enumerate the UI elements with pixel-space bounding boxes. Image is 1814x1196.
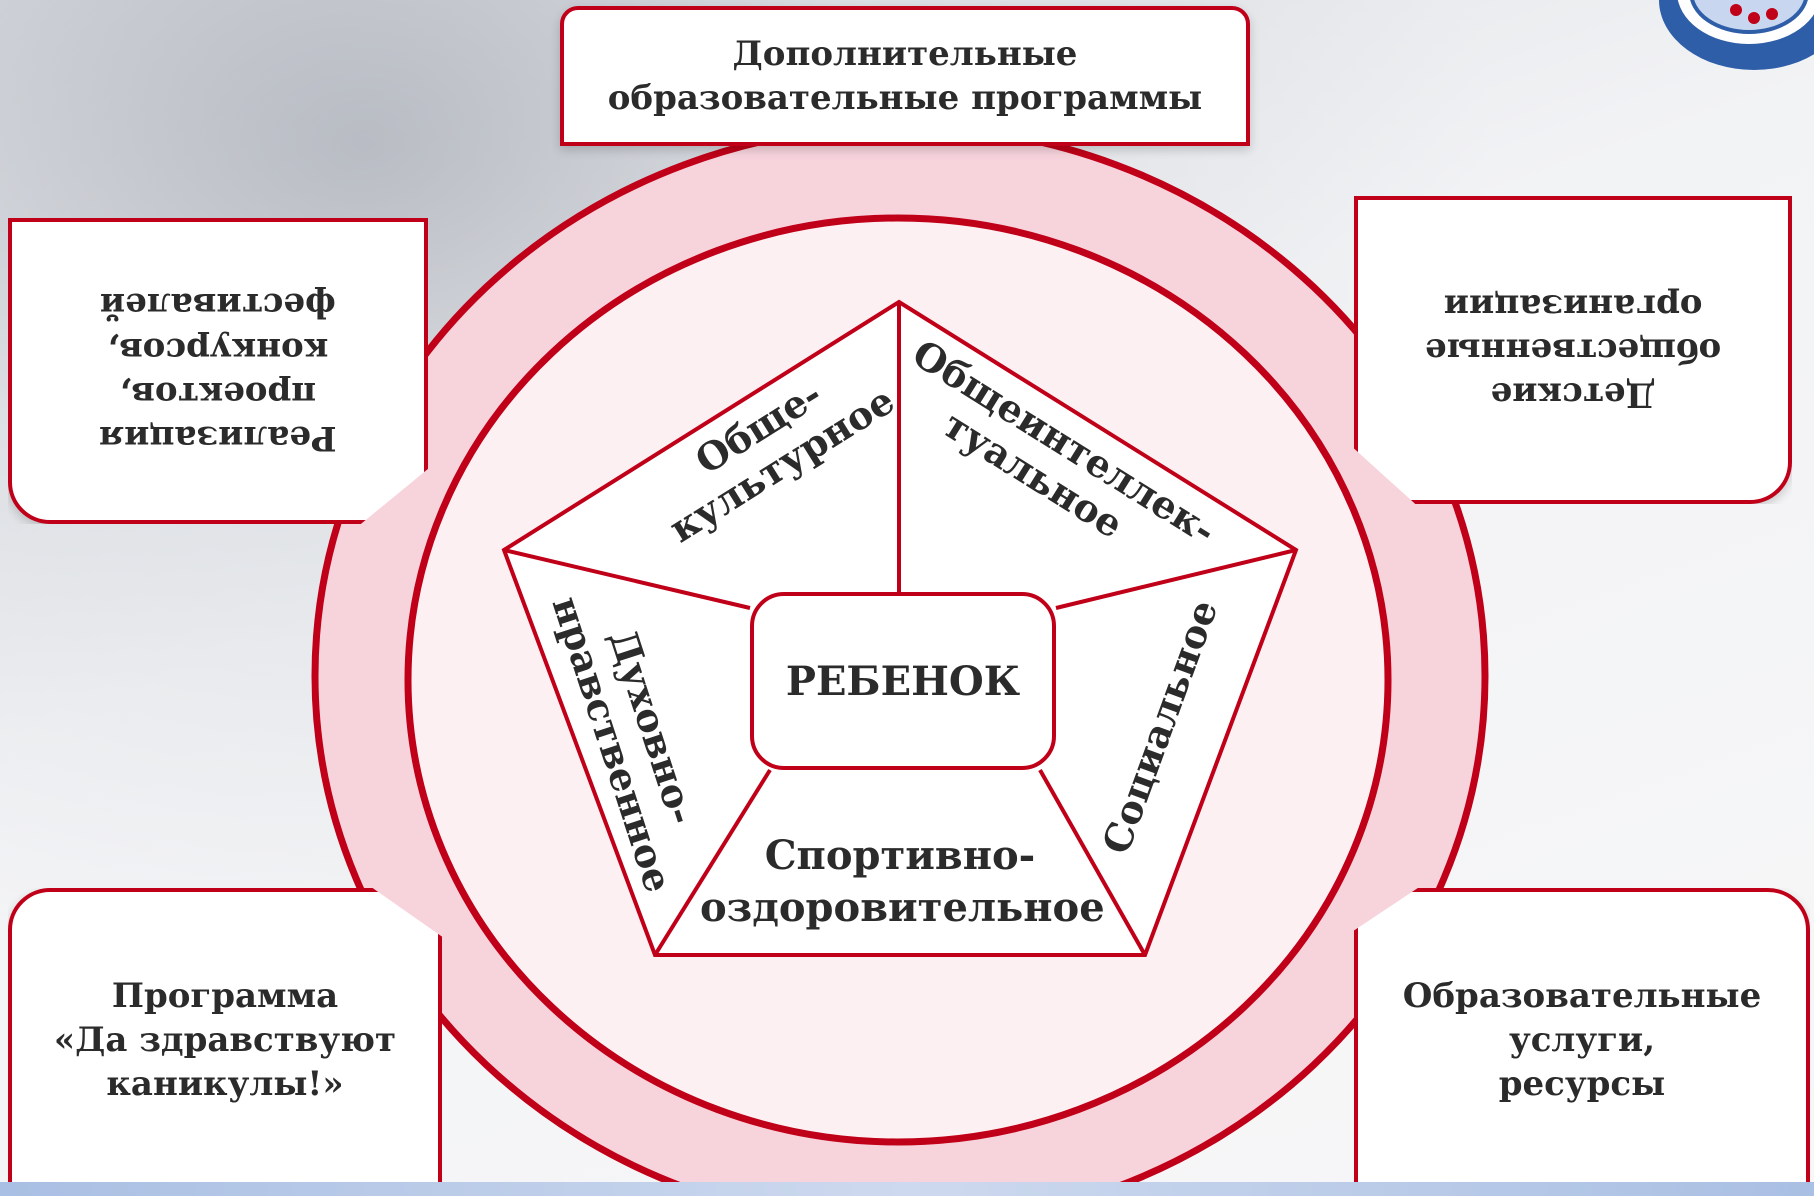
divider-left: [503, 548, 751, 610]
segment-sportivno: Спортивно- оздоровительное: [700, 832, 1105, 931]
box-top-right: Детские общественные организации: [1354, 196, 1792, 504]
box-top-label: Дополнительные образовательные программы: [607, 33, 1203, 118]
box-bottom-left-label: Программа «Да здравствуют каникулы!»: [53, 975, 397, 1105]
box-top-left-label: Реализация проектов, конкурсов, фестивал…: [99, 284, 337, 458]
box-top: Дополнительные образовательные программы: [560, 6, 1250, 146]
box-bottom-left: Программа «Да здравствуют каникулы!»: [8, 888, 442, 1192]
box-bottom-right: Образовательные услуги, ресурсы: [1354, 888, 1810, 1192]
divider-bottom-right: [1038, 769, 1147, 956]
divider-bottom-left: [653, 768, 772, 957]
bottom-strip: [0, 1182, 1814, 1196]
logo: [1659, 0, 1814, 70]
divider-right: [1055, 548, 1297, 610]
box-top-right-label: Детские общественные организации: [1424, 285, 1722, 415]
center-node: РЕБЕНОК: [750, 592, 1056, 770]
box-top-left: Реализация проектов, конкурсов, фестивал…: [8, 218, 428, 524]
box-bottom-right-label: Образовательные услуги, ресурсы: [1402, 975, 1762, 1105]
center-label: РЕБЕНОК: [785, 657, 1021, 705]
